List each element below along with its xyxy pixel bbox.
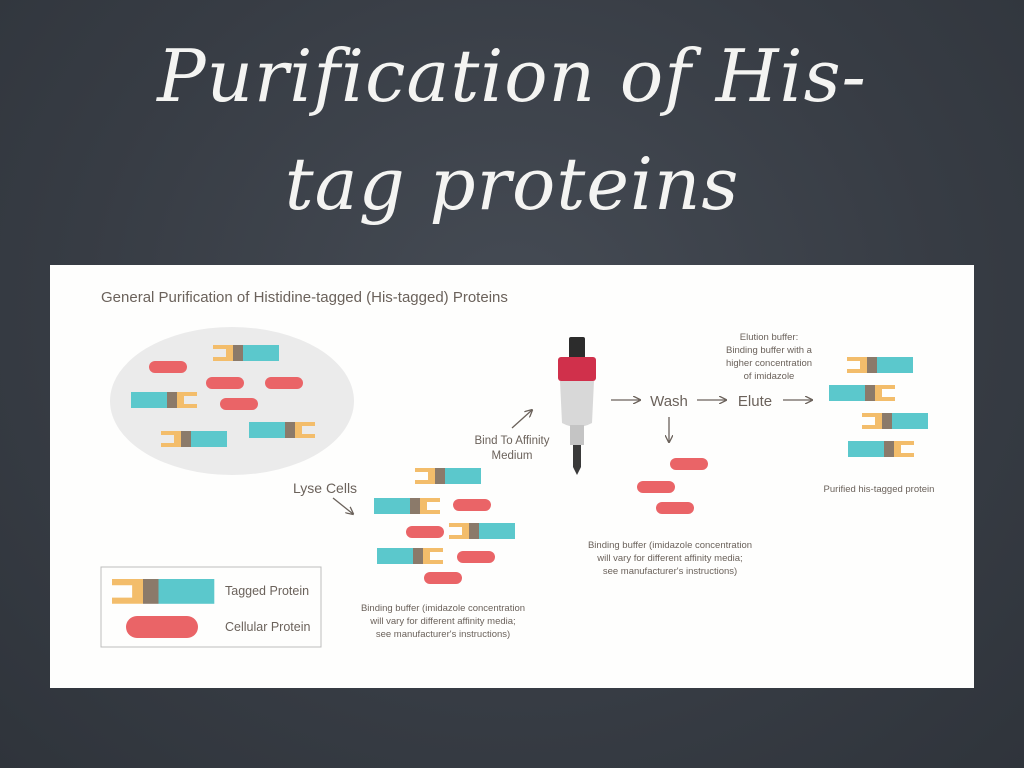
elution-note-line-4: of imidazole (744, 371, 795, 382)
binding-note-1-line-3: see manufacturer's instructions) (376, 629, 510, 640)
elute-label: Elute (738, 393, 772, 410)
cellular-protein (457, 551, 495, 563)
tagged-protein (112, 579, 215, 604)
cellular-protein (126, 616, 198, 638)
slide-title-line-2: tag proteins (284, 142, 740, 226)
cellular-protein (453, 499, 491, 511)
binding-note-2-line-3: see manufacturer's instructions) (603, 566, 737, 577)
binding-note-1-line-2: will vary for different affinity media; (369, 616, 515, 627)
affinity-column-icon (558, 337, 596, 475)
cellular-protein (220, 398, 258, 410)
binding-buffer-note-2: Binding buffer (imidazole concentration … (588, 540, 752, 577)
legend-box (100, 566, 322, 648)
cellular-protein (265, 377, 303, 389)
tagged-protein (847, 357, 913, 373)
elution-buffer-note: Elution buffer: Binding buffer with a hi… (726, 332, 813, 382)
binding-buffer-note-1: Binding buffer (imidazole concentration … (361, 603, 525, 640)
tagged-protein (829, 385, 895, 401)
purification-diagram: General Purification of Histidine-tagged… (100, 289, 935, 648)
tagged-protein (249, 422, 315, 438)
bind-label-line-1: Bind To Affinity (474, 435, 549, 447)
bind-label-line-2: Medium (492, 450, 533, 462)
cellular-protein (656, 502, 694, 514)
legend-cellular-label: Cellular Protein (225, 620, 311, 634)
elution-note-line-1: Elution buffer: (740, 332, 798, 343)
elution-note-line-2: Binding buffer with a (726, 345, 813, 356)
legend-tagged-label: Tagged Protein (225, 584, 309, 598)
elution-note-line-3: higher concentration (726, 358, 812, 369)
cellular-protein (670, 458, 708, 470)
tagged-protein (374, 498, 440, 514)
slide-title-line-1: Purification of His- (157, 34, 867, 118)
cellular-protein (149, 361, 187, 373)
tagged-protein (415, 468, 481, 484)
cellular-protein (406, 526, 444, 538)
binding-note-1-line-1: Binding buffer (imidazole concentration (361, 603, 525, 614)
tagged-protein (213, 345, 279, 361)
lyse-arrow (332, 497, 353, 514)
tagged-protein (449, 523, 515, 539)
wash-label: Wash (650, 393, 688, 410)
tagged-protein (131, 392, 197, 408)
tagged-protein (848, 441, 914, 457)
tagged-protein (377, 548, 443, 564)
cellular-protein (424, 572, 462, 584)
lyse-cells-label: Lyse Cells (293, 480, 357, 496)
cellular-protein (206, 377, 244, 389)
binding-note-2-line-2: will vary for different affinity media; (596, 553, 742, 564)
cellular-protein (637, 481, 675, 493)
slide-title: Purification of His- tag proteins (0, 22, 1024, 238)
protein-shapes (112, 345, 928, 638)
tagged-protein (862, 413, 928, 429)
diagram-heading: General Purification of Histidine-tagged… (101, 289, 508, 306)
diagram-panel: General Purification of Histidine-tagged… (50, 265, 974, 688)
bind-arrow (511, 410, 532, 429)
purified-protein-label: Purified his-tagged protein (824, 484, 935, 495)
tagged-protein (161, 431, 227, 447)
binding-note-2-line-1: Binding buffer (imidazole concentration (588, 540, 752, 551)
